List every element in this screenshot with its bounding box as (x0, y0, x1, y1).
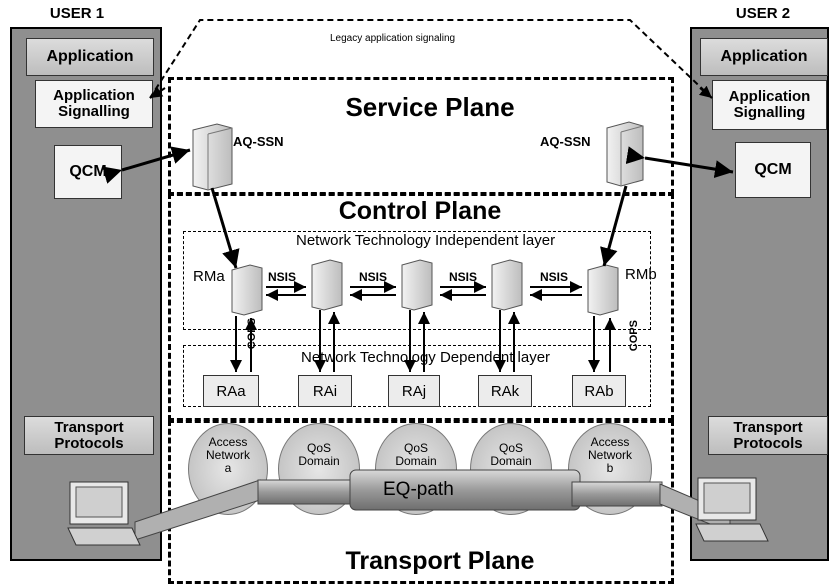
user1-computer-icon (68, 482, 140, 545)
cops-label-left: COPS (246, 318, 258, 349)
user2-computer-icon (696, 478, 768, 541)
nsis-label-2: NSIS (359, 270, 387, 284)
qcm-aqssn-left-arrow (122, 150, 190, 170)
qcm-aqssn-right-arrow (645, 158, 733, 172)
rm-b-label: RMb (625, 266, 657, 283)
rm-ra-arrows (236, 310, 610, 372)
nsis-label-1: NSIS (268, 270, 296, 284)
aq-ssn-right-server (607, 122, 643, 186)
aqssn-to-rmb-arrow (604, 186, 626, 266)
eq-path-label: EQ-path (383, 479, 454, 501)
nsis-label-3: NSIS (449, 270, 477, 284)
cops-label-right: COPS (628, 320, 640, 351)
rm-server-j (402, 260, 432, 310)
legacy-signaling-line (150, 20, 712, 98)
aqssn-to-rma-arrow (212, 188, 236, 268)
nsis-label-4: NSIS (540, 270, 568, 284)
rm-server-k (492, 260, 522, 310)
aq-ssn-left-label: AQ-SSN (233, 134, 284, 149)
aq-ssn-left-server (193, 124, 232, 190)
rm-a-label: RMa (193, 268, 225, 285)
aq-ssn-right-label: AQ-SSN (540, 134, 591, 149)
legacy-arrow-right (700, 88, 712, 98)
rm-server-i (312, 260, 342, 310)
rm-server-a (232, 265, 262, 315)
rm-server-b (588, 265, 618, 315)
